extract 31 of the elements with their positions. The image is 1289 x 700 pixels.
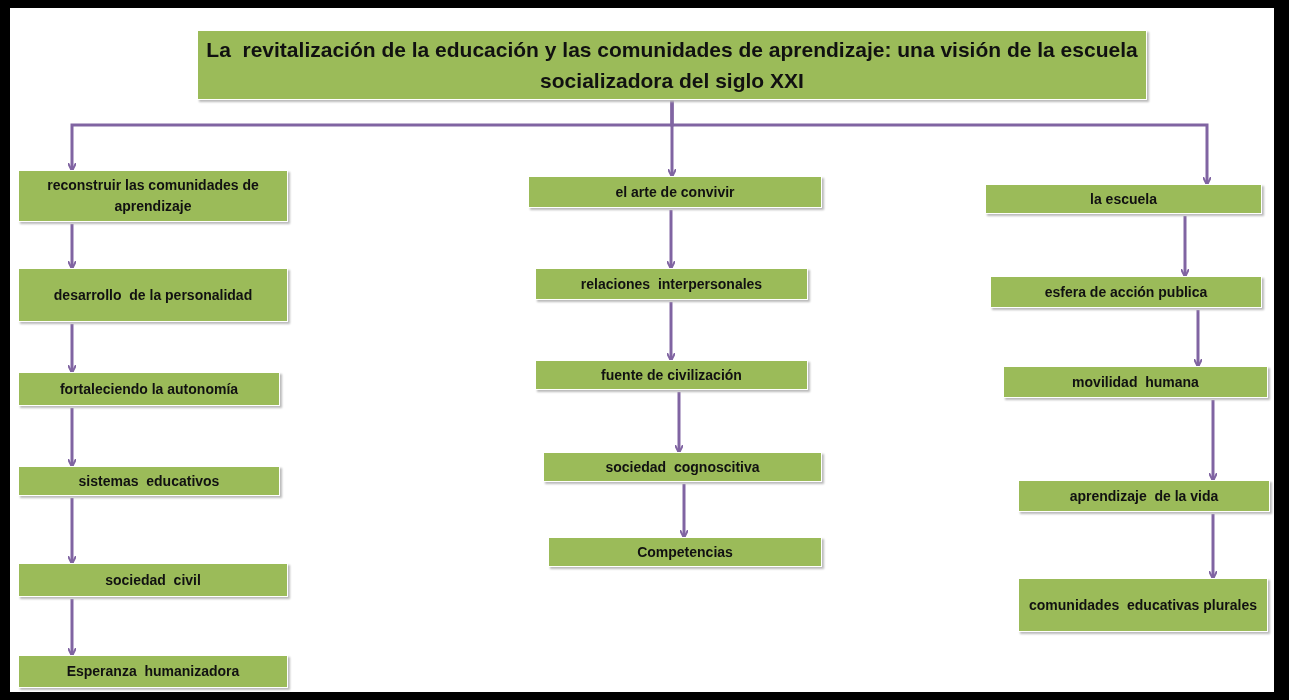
- arrow: [1180, 216, 1190, 278]
- arrow: [674, 392, 684, 454]
- concept-box: Esperanza humanizadora: [18, 655, 288, 688]
- concept-box: reconstruir las comunidades de aprendizaje: [18, 170, 288, 222]
- concept-box: comunidades educativas plurales: [1018, 578, 1268, 632]
- arrow: [666, 302, 676, 362]
- concept-box: desarrollo de la personalidad: [18, 268, 288, 322]
- concept-box: esfera de acción publica: [990, 276, 1262, 308]
- concept-box: movilidad humana: [1003, 366, 1268, 398]
- concept-box: fuente de civilización: [535, 360, 808, 390]
- concept-box: la escuela: [985, 184, 1262, 214]
- concept-box: relaciones interpersonales: [535, 268, 808, 300]
- arrow: [670, 100, 1212, 186]
- arrow: [67, 498, 77, 565]
- arrow: [67, 324, 77, 374]
- title-box: La revitalización de la educación y las comunidades de aprendizaje: una visión de la escuela socializadora del siglo XXI: [197, 30, 1147, 100]
- arrow: [67, 599, 77, 657]
- arrow: [1193, 310, 1203, 368]
- concept-box: aprendizaje de la vida: [1018, 480, 1270, 512]
- concept-box: fortaleciendo la autonomía: [18, 372, 280, 406]
- arrow: [679, 484, 689, 539]
- arrow: [666, 210, 676, 270]
- concept-box: sociedad civil: [18, 563, 288, 597]
- concept-box: sistemas educativos: [18, 466, 280, 496]
- arrow: [1208, 400, 1218, 482]
- concept-box: el arte de convivir: [528, 176, 822, 208]
- concept-box: Competencias: [548, 537, 822, 567]
- arrow: [1208, 514, 1218, 580]
- arrow: [67, 408, 77, 468]
- arrow: [67, 224, 77, 270]
- concept-box: sociedad cognoscitiva: [543, 452, 822, 482]
